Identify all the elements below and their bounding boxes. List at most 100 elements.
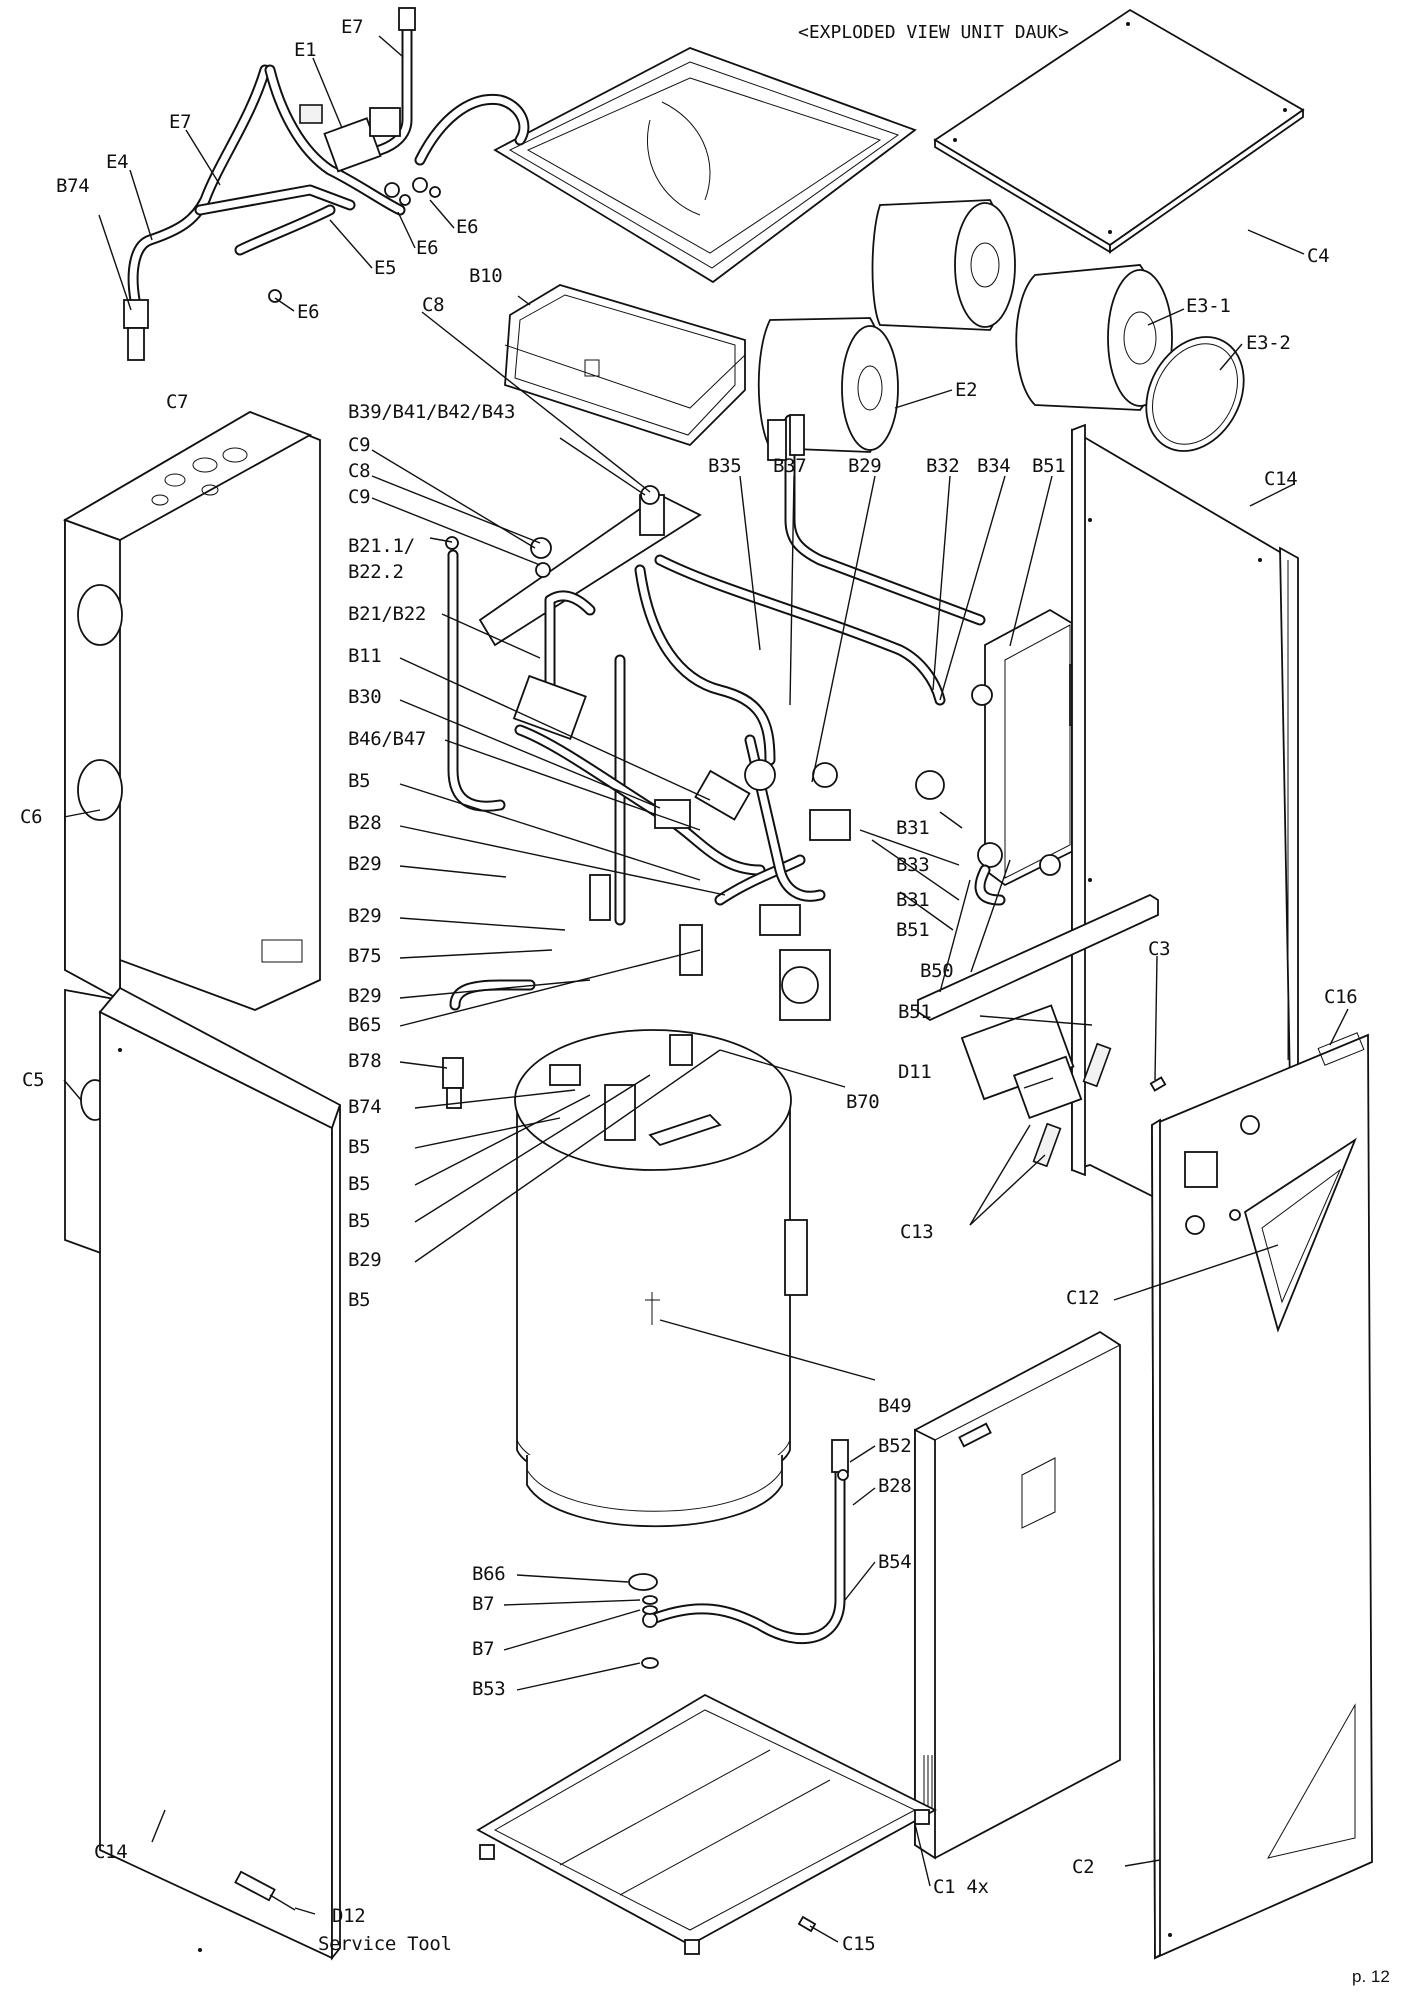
top-frame [493, 47, 917, 284]
callout-C9b: C9 [348, 486, 370, 508]
callout-B5e: B5 [348, 1289, 370, 1311]
service-tool-D12 [234, 1870, 296, 1911]
pipe-B74-B78 [442, 979, 536, 1109]
leader-lines [63, 35, 1349, 1943]
callout-B37: B37 [773, 455, 806, 477]
part-C3 [1149, 1076, 1167, 1092]
callout-B31a: B31 [896, 817, 929, 839]
callout-E7b: E7 [169, 111, 191, 133]
callout-B28a: B28 [348, 812, 381, 834]
ring-E3-2 [1145, 336, 1245, 452]
callout-E7a: E7 [341, 16, 363, 38]
pipe-assembly-E [123, 7, 530, 361]
callout-B31b: B31 [896, 889, 929, 911]
callout-E6b: E6 [416, 237, 438, 259]
callout-C14-left: C14 [94, 1841, 127, 1863]
callout-B10: B10 [469, 265, 502, 287]
control-box [914, 1330, 1121, 1860]
diagram-title: <EXPLODED VIEW UNIT DAUK> [798, 22, 1069, 43]
callout-B54: B54 [878, 1551, 911, 1573]
callout-B75: B75 [348, 945, 381, 967]
callout-E3-1: E3-1 [1186, 295, 1231, 317]
callout-C8a: C8 [422, 294, 444, 316]
callout-labels: E7 E1 E7 E4 B74 E6 E6 E5 E6 B10 C8 C4 E3… [20, 16, 1358, 1955]
callout-C2: C2 [1072, 1856, 1094, 1878]
callout-B74b: B74 [348, 1096, 381, 1118]
callout-B53: B53 [472, 1678, 505, 1700]
callout-C3: C3 [1148, 938, 1170, 960]
hot-water-tank [514, 1029, 808, 1528]
callout-B51b: B51 [896, 919, 929, 941]
callout-B46-B47: B46/B47 [348, 728, 426, 750]
callout-B21-B22: B21/B22 [348, 603, 426, 625]
callout-B7b: B7 [472, 1638, 494, 1660]
callout-B5a: B5 [348, 770, 370, 792]
callout-B78: B78 [348, 1050, 381, 1072]
callout-B30: B30 [348, 686, 381, 708]
callout-B29a: B29 [348, 853, 381, 875]
piping-cluster [445, 414, 986, 1021]
callout-E3-2: E3-2 [1246, 332, 1291, 354]
callout-B66: B66 [472, 1563, 505, 1585]
callout-B39: B39/B41/B42/B43 [348, 401, 515, 423]
callout-C5: C5 [22, 1069, 44, 1091]
callout-B5c: B5 [348, 1173, 370, 1195]
callout-C14-right: C14 [1264, 468, 1297, 490]
callout-B51c: B51 [898, 1001, 931, 1023]
bracket-rail [917, 893, 1159, 1168]
callout-B29d: B29 [348, 1249, 381, 1271]
callout-D11: D11 [898, 1061, 931, 1083]
callout-B51a: B51 [1032, 455, 1065, 477]
cover-B10 [504, 284, 746, 447]
base-frame-C1 [476, 1693, 937, 1955]
panel-C2-door [1151, 1032, 1373, 1960]
callout-C1: C1 4x [933, 1876, 989, 1898]
callout-B49: B49 [878, 1395, 911, 1417]
callout-B7a: B7 [472, 1593, 494, 1615]
side-panel-C7-C6 [62, 411, 321, 1262]
callout-B74a: B74 [56, 175, 89, 197]
callout-C6: C6 [20, 806, 42, 828]
callout-B34: B34 [977, 455, 1010, 477]
callout-B70: B70 [846, 1091, 879, 1113]
part-C15 [797, 1915, 817, 1933]
callout-B65: B65 [348, 1014, 381, 1036]
callout-B52: B52 [878, 1435, 911, 1457]
callout-C4: C4 [1307, 245, 1329, 267]
callout-B32: B32 [926, 455, 959, 477]
panel-C14-right [1071, 423, 1299, 1222]
callout-E1: E1 [294, 39, 316, 61]
callout-E6a: E6 [456, 216, 478, 238]
callout-D12-service-tool: Service Tool [318, 1933, 452, 1955]
callout-E6c: E6 [297, 301, 319, 323]
callout-B21.1: B21.1/ [348, 535, 415, 557]
callout-C9a: C9 [348, 434, 370, 456]
callout-E5: E5 [374, 257, 396, 279]
callout-B5b: B5 [348, 1136, 370, 1158]
callout-E4: E4 [106, 151, 128, 173]
expansion-vessel-E2-a [871, 199, 1016, 331]
callout-C12: C12 [1066, 1287, 1099, 1309]
hose-B54 [628, 1439, 849, 1669]
lid-C4 [933, 8, 1305, 254]
callout-C15: C15 [842, 1933, 875, 1955]
callout-C13: C13 [900, 1221, 933, 1243]
page-number: p. 12 [1352, 1967, 1390, 1986]
callout-B28b: B28 [878, 1475, 911, 1497]
panel-C14-left [98, 986, 342, 1961]
callout-B11: B11 [348, 645, 381, 667]
callout-B29-top: B29 [848, 455, 881, 477]
callout-C8b: C8 [348, 460, 370, 482]
expansion-vessel-E3-1 [1015, 264, 1173, 411]
callout-B50: B50 [920, 960, 953, 982]
callout-B5d: B5 [348, 1210, 370, 1232]
callout-D12: D12 [332, 1905, 365, 1927]
callout-B29c: B29 [348, 985, 381, 1007]
callout-C16: C16 [1324, 986, 1357, 1008]
callout-B29b: B29 [348, 905, 381, 927]
callout-B35: B35 [708, 455, 741, 477]
callout-C7: C7 [166, 391, 188, 413]
callout-E2: E2 [955, 379, 977, 401]
callout-B22.2: B22.2 [348, 561, 404, 583]
